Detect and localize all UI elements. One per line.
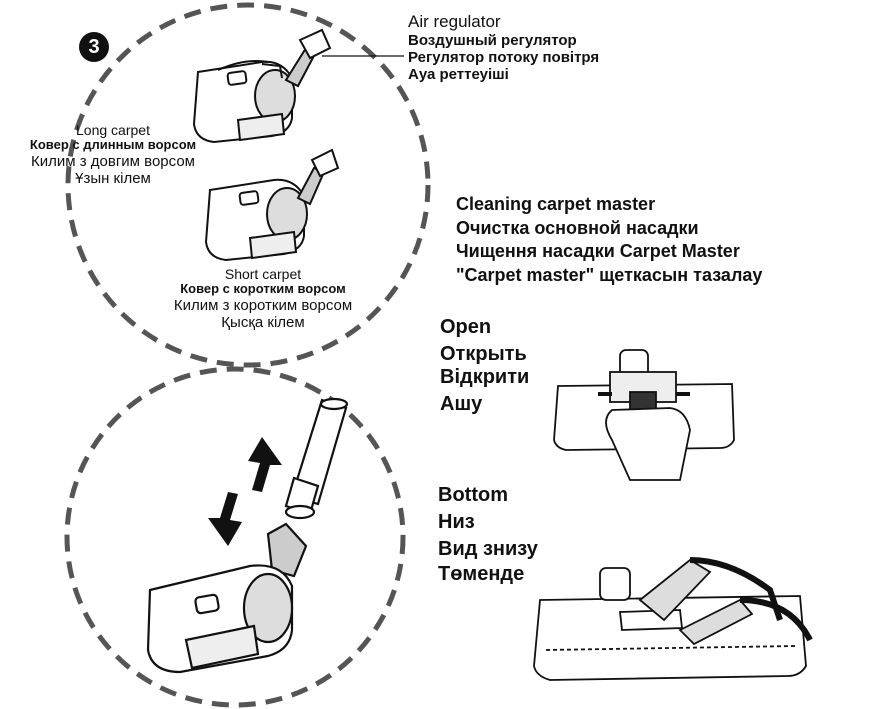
cleaning-en: Cleaning carpet master [456,194,656,214]
brush-head-short-carpet [204,148,340,262]
air-regulator-uk: Регулятор потоку повітря [408,48,600,66]
bottom-kk: Төменде [438,563,525,585]
bottom-uk: Вид знизу [438,538,538,560]
bottom-en: Bottom [438,484,508,506]
open-label-group: Open Открыть Відкрити Ашу [440,316,529,416]
bottom-label-group: Bottom Низ Вид знизу Төменде [438,484,538,586]
brush-bottom-view [533,557,813,681]
cleaning-heading-group: Cleaning carpet master Очистка основной … [456,194,762,286]
short-carpet-label-group: Short carpet Ковер с коротким ворсом Кил… [150,266,376,332]
top-dashed-circle [65,2,431,368]
long-carpet-ru: Ковер с длинным ворсом [29,137,197,153]
air-regulator-ru: Воздушный регулятор [408,31,577,49]
long-carpet-label-group: Long carpet Ковер с длинным ворсом Килим… [4,122,222,188]
air-regulator-label-group: Air regulator Воздушный регулятор Регуля… [408,12,599,83]
air-regulator-kk: Ауа реттеуіші [408,66,509,84]
short-carpet-uk: Килим з коротким ворсом [173,297,353,315]
long-carpet-en: Long carpet [76,122,150,138]
cleaning-uk: Чищення насадки Carpet Master [456,241,740,262]
open-ru: Открыть [440,343,527,365]
brush-head-assembly [146,397,349,674]
air-regulator-en: Air regulator [408,12,501,31]
short-carpet-en: Short carpet [224,266,302,282]
arrow-down-icon [208,492,242,546]
step-number: 3 [88,36,100,58]
long-carpet-kk: Ұзын кілем [75,170,151,188]
arrow-up-icon [248,437,282,492]
bottom-dashed-circle [64,366,406,708]
open-uk: Відкрити [440,366,530,388]
cleaning-kk: "Carpet master" щеткасын тазалау [456,265,763,286]
short-carpet-kk: Қысқа кілем [221,314,305,332]
brush-open-view [553,349,735,481]
open-kk: Ашу [440,393,483,415]
bottom-ru: Низ [438,511,475,533]
long-carpet-uk: Килим з довгим ворсом [31,153,195,171]
cleaning-ru: Очистка основной насадки [456,217,699,238]
step-badge [79,32,109,62]
brush-head-long-carpet [192,28,332,144]
short-carpet-ru: Ковер с коротким ворсом [180,281,346,297]
open-en: Open [440,316,492,338]
